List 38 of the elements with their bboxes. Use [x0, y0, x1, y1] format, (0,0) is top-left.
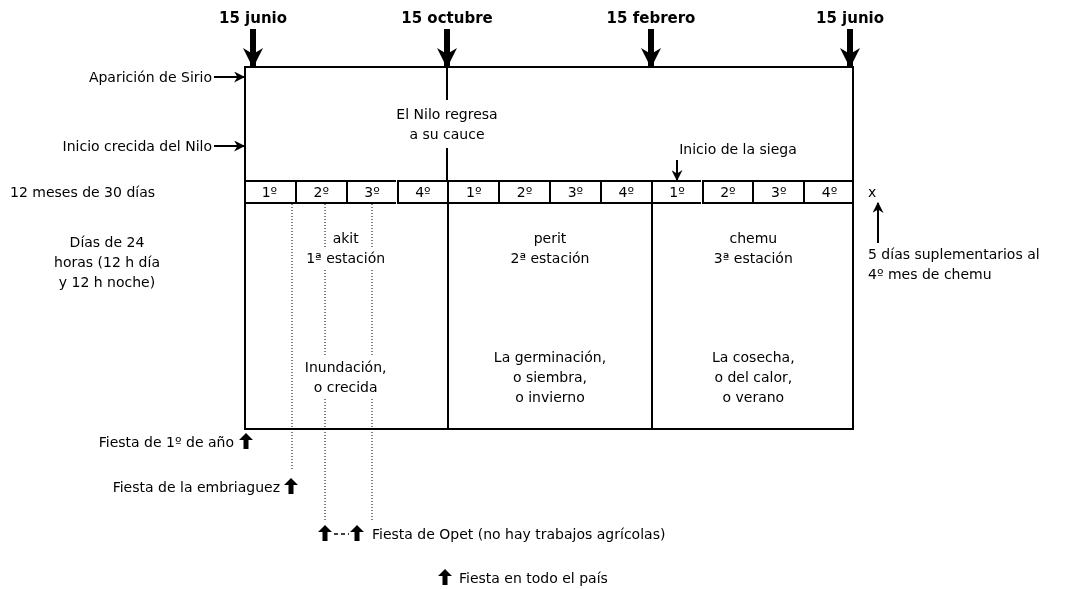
arrow: [671, 159, 683, 182]
event-label: Aparición de Sirio: [0, 67, 212, 87]
month-cell: 3º: [752, 180, 804, 204]
arrow: [243, 29, 263, 68]
event-label: 5 días suplementarios al 4º mes de chemu: [868, 244, 1046, 284]
arrow: [641, 29, 661, 68]
row-label: 12 meses de 30 días: [10, 184, 156, 200]
date-label: 15 junio: [800, 8, 900, 28]
month-cell: 3º: [549, 180, 600, 204]
date-label: 15 febrero: [593, 8, 709, 28]
date-label: 15 octubre: [385, 8, 509, 28]
row-label: Fiesta de Opet (no hay trabajos agrícolas): [372, 526, 666, 542]
row-label: Días de 24 horas (12 h día y 12 h noche): [54, 234, 160, 290]
event-label: Inicio crecida del Nilo: [0, 136, 212, 156]
arrow: [437, 29, 457, 68]
event-label: Inicio de la siega: [652, 139, 824, 159]
arrow: [872, 201, 884, 244]
arrow: [840, 29, 860, 68]
month-cell: 2º: [701, 180, 753, 204]
calendar-frame: [244, 66, 854, 430]
month-cell: 2º: [498, 180, 549, 204]
month-cell: 1º: [244, 180, 295, 204]
season-number: 1ª estación: [306, 248, 386, 268]
month-cell: 4º: [599, 180, 651, 204]
annotation-text: El Nilo regresa a su cauce: [396, 106, 498, 142]
date-label: 15 junio: [203, 8, 303, 28]
row-label: Fiesta de la embriaguez: [112, 479, 280, 495]
month-cell: 1º: [447, 180, 499, 204]
month-cell: 1º: [650, 180, 702, 204]
arrow: [213, 140, 246, 152]
row-label: Fiesta en todo el país: [459, 570, 608, 586]
month-cell: 4º: [396, 180, 448, 204]
event-label: x: [868, 182, 886, 202]
month-cell: 4º: [803, 180, 854, 204]
arrow: [213, 71, 246, 83]
month-cell: 2º: [294, 180, 346, 204]
month-cell: 3º: [345, 180, 397, 204]
row-label: Fiesta de 1º de año: [98, 434, 234, 450]
